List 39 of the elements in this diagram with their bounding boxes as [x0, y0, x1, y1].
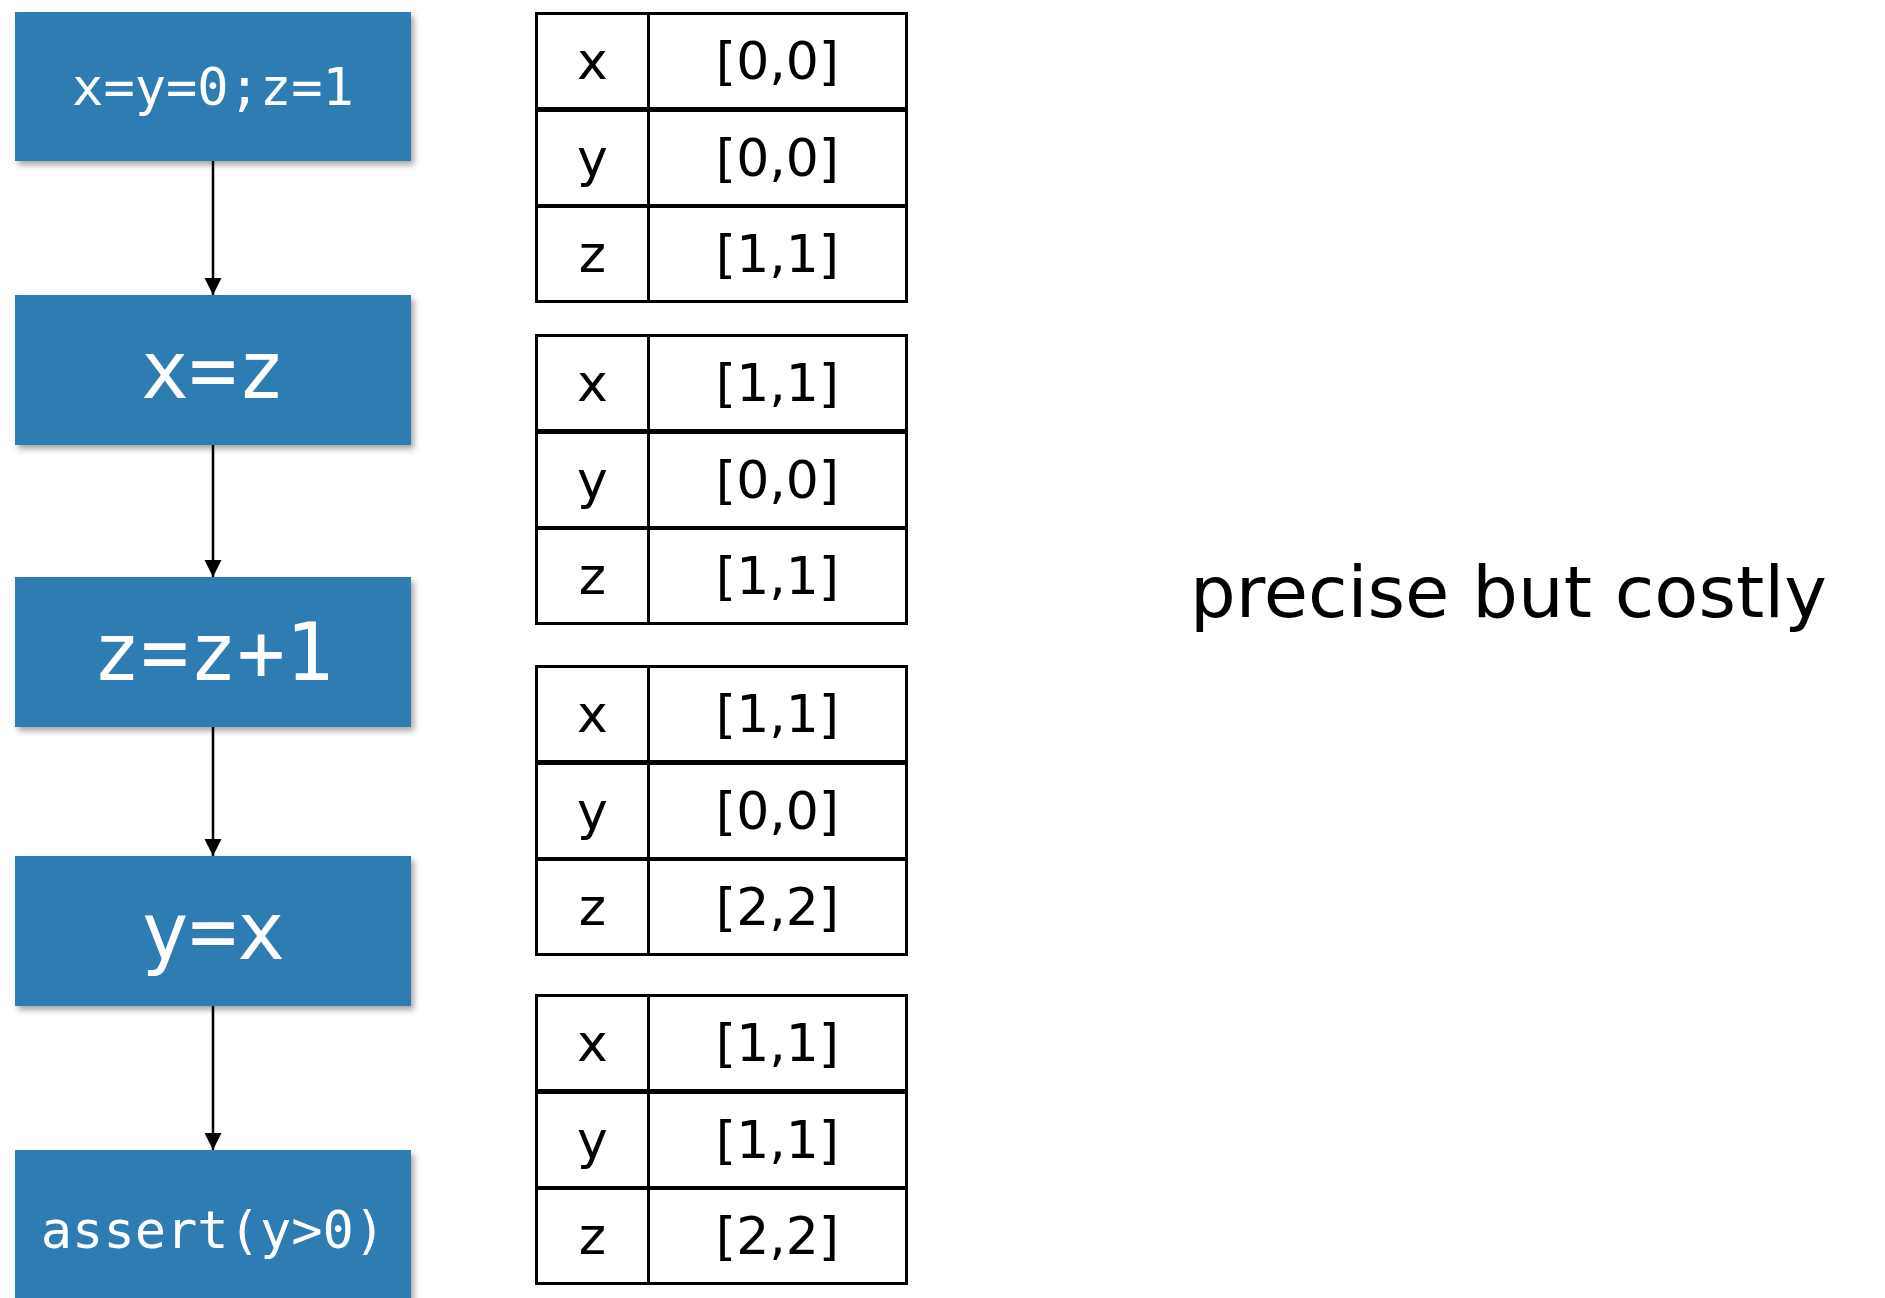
interval-cell: [1,1] [647, 334, 908, 432]
interval-cell: [0,0] [647, 108, 908, 207]
variable-cell: z [535, 205, 650, 303]
process-box [15, 12, 411, 161]
code-text: z=z+1 [92, 605, 334, 699]
variable-cell: y [535, 1090, 650, 1189]
interval-cell: [0,0] [647, 430, 908, 529]
variable-cell: x [535, 665, 650, 763]
interval-cell: [1,1] [647, 994, 908, 1092]
process-box [15, 856, 411, 1006]
interval-cell: [1,1] [647, 205, 908, 303]
variable-cell: y [535, 761, 650, 860]
variable-cell: x [535, 994, 650, 1092]
code-text: assert(y>0) [40, 1200, 386, 1260]
interval-cell: [1,1] [647, 665, 908, 763]
code-text: x=z [140, 323, 286, 417]
interval-cell: [1,1] [647, 527, 908, 625]
note-text: precise but costly [1190, 550, 1827, 634]
variable-cell: z [535, 1187, 650, 1285]
interval-cell: [1,1] [647, 1090, 908, 1189]
variable-cell: x [535, 12, 650, 110]
interval-cell: [2,2] [647, 1187, 908, 1285]
process-box [15, 295, 411, 445]
arrow [204, 445, 222, 577]
process-box [15, 577, 411, 727]
variable-cell: z [535, 527, 650, 625]
interval-cell: [0,0] [647, 761, 908, 860]
variable-cell: y [535, 108, 650, 207]
variable-cell: z [535, 858, 650, 956]
code-text: y=x [140, 884, 286, 978]
process-box [15, 1150, 411, 1298]
code-text: x=y=0;z=1 [72, 56, 354, 117]
arrow [204, 1006, 222, 1150]
interval-cell: [0,0] [647, 12, 908, 110]
variable-cell: x [535, 334, 650, 432]
arrow [204, 727, 222, 856]
variable-cell: y [535, 430, 650, 529]
interval-cell: [2,2] [647, 858, 908, 956]
arrow [204, 161, 222, 295]
